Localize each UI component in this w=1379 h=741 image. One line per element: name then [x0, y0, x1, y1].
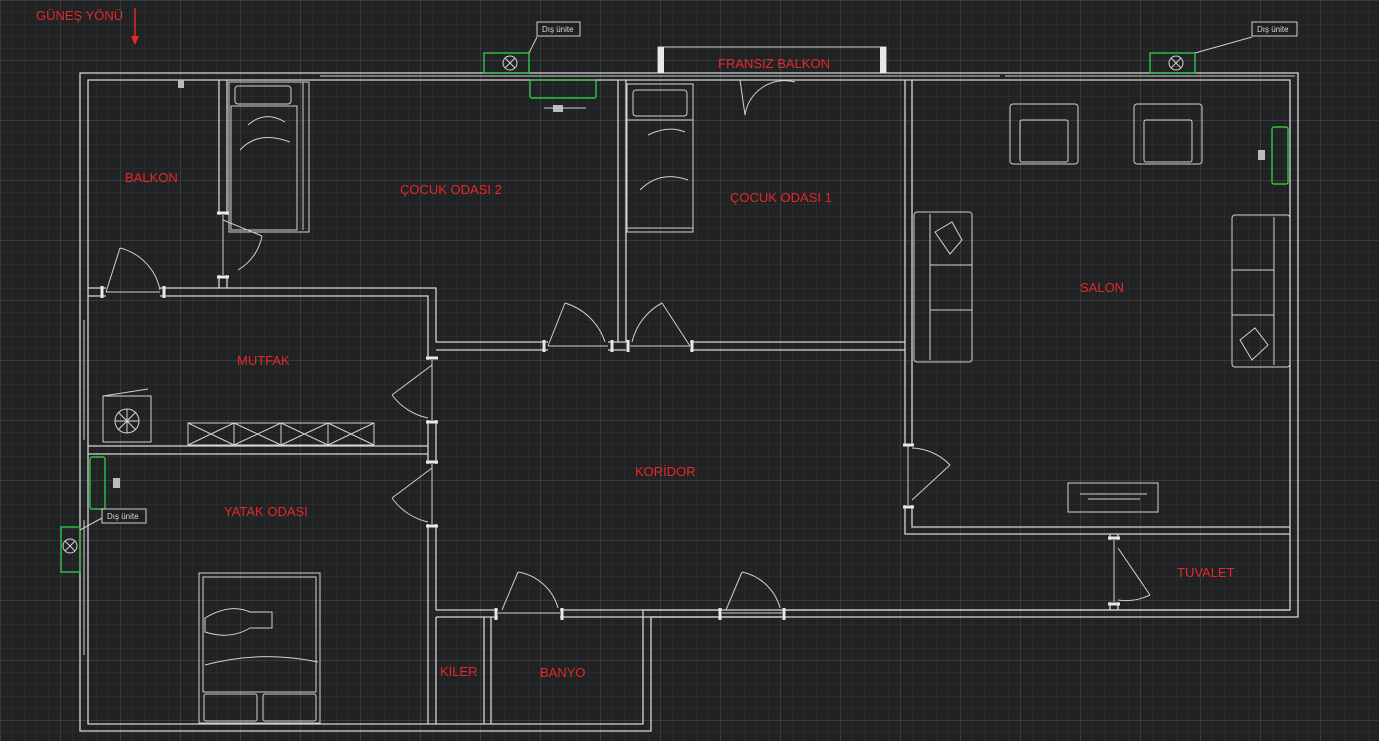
ac-indoor-unit [529, 79, 597, 99]
room-living: SALON [913, 103, 1291, 513]
pantry-label: KİLER [440, 664, 478, 679]
bathroom-label: BANYO [540, 665, 586, 680]
balcony-label: BALKON [125, 170, 178, 185]
double-bed [198, 572, 321, 724]
room-balcony: BALKON [125, 80, 184, 185]
outdoor-unit-tag: Dış ünite [107, 512, 139, 521]
outdoor-unit-2: Dış ünite [1149, 21, 1298, 74]
interior-walls [88, 80, 1290, 724]
living-room-label: SALON [1080, 280, 1124, 295]
toilet-label: TUVALET [1177, 565, 1235, 580]
outdoor-unit-3: Dış ünite [60, 508, 147, 573]
room-bedroom: YATAK ODASI [89, 456, 321, 724]
bed [228, 81, 310, 233]
washing-machine [102, 388, 152, 443]
sun-direction-label: GÜNEŞ YÖNÜ [36, 8, 123, 23]
kitchen-counter [187, 422, 375, 446]
doors [105, 75, 1151, 614]
outdoor-unit-tag: Dış ünite [1257, 25, 1289, 34]
room-child-2: ÇOCUK ODASI 2 [228, 79, 597, 233]
room-child-1: ÇOCUK ODASI 1 [626, 83, 832, 233]
armchair [1133, 103, 1203, 165]
ac-indoor-unit [1271, 126, 1289, 185]
child-room-1-label: ÇOCUK ODASI 1 [730, 190, 832, 205]
outer-walls [79, 72, 1299, 732]
sun-direction-indicator: GÜNEŞ YÖNÜ [36, 8, 139, 45]
tv-unit [1067, 482, 1159, 513]
door-jambs [100, 211, 1120, 620]
outdoor-unit-tag: Dış ünite [542, 25, 574, 34]
french-balcony-label: FRANSIZ BALKON [718, 56, 830, 71]
bed [626, 83, 694, 233]
sofa [1231, 214, 1291, 368]
windows [83, 75, 1295, 655]
arrow-down-icon [131, 36, 139, 45]
ac-indoor-unit [89, 456, 106, 510]
child-room-2-label: ÇOCUK ODASI 2 [400, 182, 502, 197]
armchair [1009, 103, 1079, 165]
room-kitchen: MUTFAK [102, 353, 375, 446]
sofa [913, 211, 973, 363]
french-balcony: FRANSIZ BALKON [657, 46, 887, 74]
kitchen-label: MUTFAK [237, 353, 290, 368]
outdoor-unit-1: Dış ünite [483, 21, 581, 74]
bedroom-label: YATAK ODASI [224, 504, 308, 519]
corridor-label: KORİDOR [635, 464, 696, 479]
